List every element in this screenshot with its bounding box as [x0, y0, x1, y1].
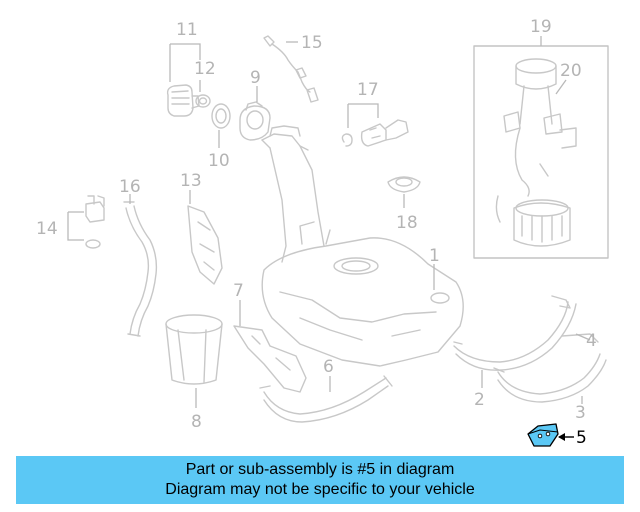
callout-8: 8: [191, 412, 202, 432]
part-7-tank-shield: [233, 325, 307, 393]
part-1-fuel-tank: [261, 125, 464, 367]
callout-3: 3: [575, 403, 586, 423]
part-10-gasket: [211, 103, 231, 129]
banner-line-2: Diagram may not be specific to your vehi…: [165, 481, 475, 498]
callout-7: 7: [233, 281, 244, 301]
part-6-tank-strap: [259, 375, 393, 423]
callout-15: 15: [301, 33, 323, 53]
callout-5: 5: [576, 428, 587, 448]
part-19-fuel-pump-module: [473, 45, 609, 259]
callout-11: 11: [176, 20, 198, 40]
callout-20: 20: [560, 61, 582, 81]
callout-6: 6: [323, 357, 334, 377]
part-13-heat-shield: [187, 205, 223, 285]
part-12-seal: [195, 94, 211, 108]
info-banner: Part or sub-assembly is #5 in diagram Di…: [16, 456, 624, 504]
part-2-tank-strap: [453, 295, 577, 371]
part-18-seal-ring: [387, 176, 421, 193]
callout-2: 2: [474, 390, 485, 410]
part-14-valve: [85, 195, 105, 249]
part-16-vent-hose: [123, 201, 158, 337]
callout-9: 9: [250, 68, 261, 88]
part-3-4-tank-strap: [493, 333, 607, 403]
callout-4: 4: [586, 331, 597, 351]
part-5-highlighted-bracket[interactable]: [527, 423, 559, 447]
callout-14: 14: [36, 219, 58, 239]
part-15-wire-harness: [263, 35, 319, 103]
callout-12: 12: [194, 59, 216, 79]
part-9-locking-ring: [239, 101, 271, 141]
callout-1: 1: [429, 246, 440, 266]
part-8-sleeve: [165, 314, 223, 385]
callout-17: 17: [357, 80, 379, 100]
callout-13: 13: [180, 171, 202, 191]
banner-line-1: Part or sub-assembly is #5 in diagram: [185, 461, 455, 478]
callout-16: 16: [119, 177, 141, 197]
callout-18: 18: [396, 213, 418, 233]
callout-10: 10: [208, 151, 230, 171]
part-17-valve-assembly: [341, 119, 409, 147]
callout-19: 19: [530, 17, 552, 37]
part-11-fuel-cap: [166, 84, 200, 117]
parts-diagram: 11 12 9 10 15 17 18: [36, 17, 609, 448]
